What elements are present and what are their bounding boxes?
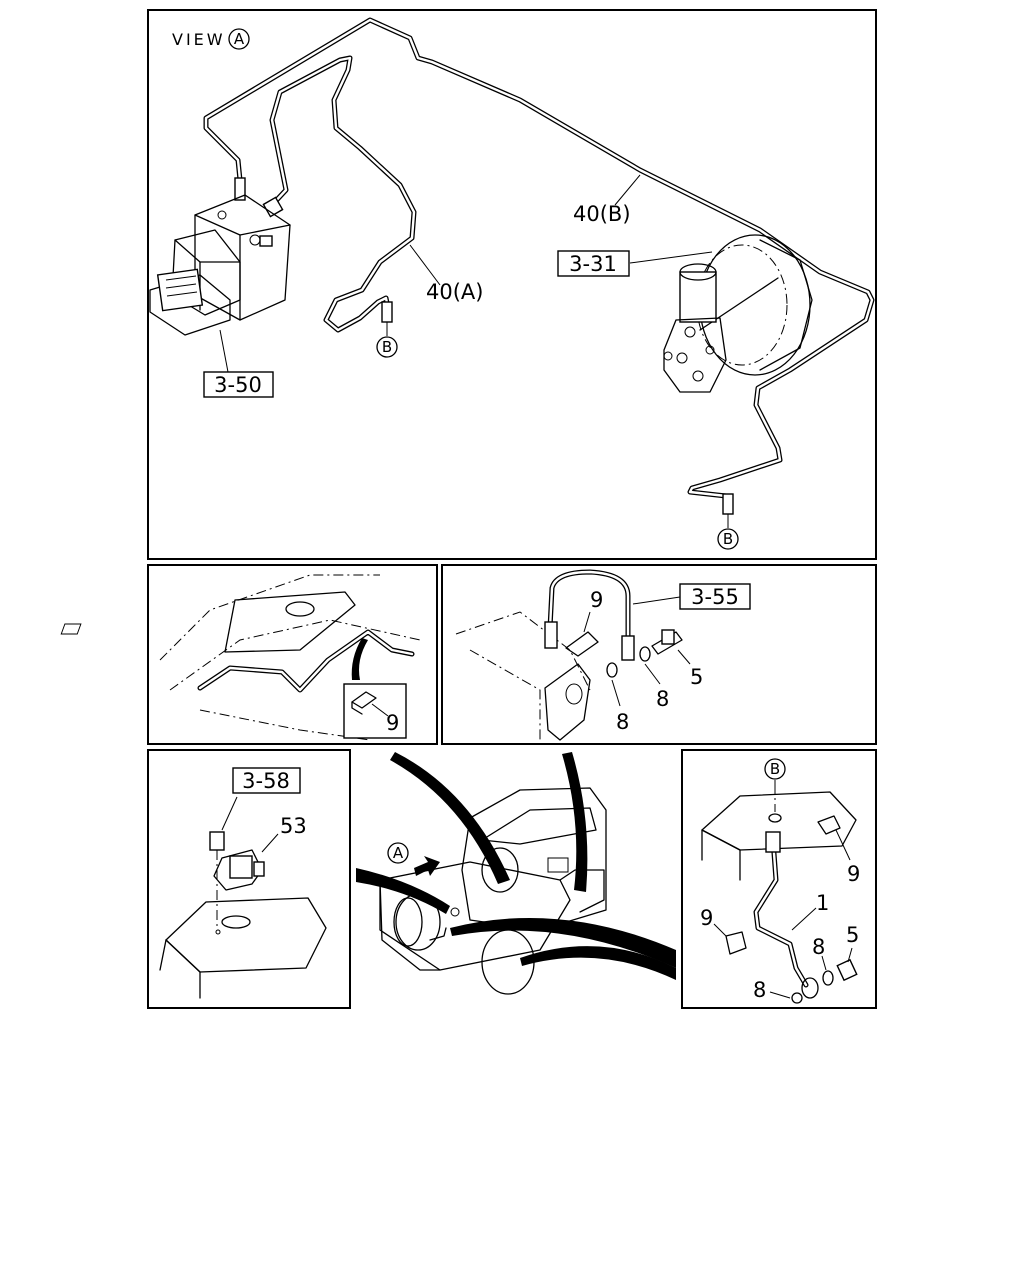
label-358-box: [232, 767, 301, 794]
bottom-right-label-9b: 9: [700, 906, 713, 930]
hose-upper-fitting: [765, 831, 781, 853]
brake-pipe-40a: [269, 55, 417, 333]
brake-pipe-40b: [203, 17, 875, 505]
mid-left-label-9: 9: [386, 711, 399, 735]
mid-left-frame: [147, 564, 438, 745]
mid-right-label-9: 9: [590, 588, 603, 612]
circle-a-letter: A: [393, 844, 404, 862]
bottom-left-panel: 3-58 53: [147, 749, 351, 1009]
front-wheel-left: [395, 893, 441, 951]
circle-b-left: [376, 336, 398, 358]
vehicle-windshield: [481, 807, 597, 845]
circle-b-right-letter: B: [723, 530, 733, 548]
fitting-abs-side: [262, 196, 284, 218]
bottom-left-frame: [147, 749, 351, 1009]
main-view-panel: VIEW A: [147, 9, 877, 560]
label-40b: 40(B): [573, 202, 631, 226]
bottom-right-label-5: 5: [846, 923, 859, 947]
sweep-upper-left: [390, 752, 510, 884]
mid-right-label-8b: 8: [616, 710, 629, 734]
bottom-right-label-8a: 8: [812, 935, 825, 959]
hose-end-right: [621, 635, 635, 661]
view-circle: [228, 28, 250, 50]
view-circle-letter: A: [234, 30, 245, 48]
vehicle-overview: A: [356, 752, 676, 995]
sweep-lower-left: [356, 868, 450, 914]
circle-b-bottom: [764, 758, 786, 780]
circle-b-left-letter: B: [382, 338, 392, 356]
sweep-upper-right: [562, 752, 588, 892]
master-cylinder-reservoir: [679, 271, 717, 323]
pipe-fittings: [234, 177, 734, 515]
bolt-5-right: [836, 958, 858, 982]
mid-right-frame: [441, 564, 877, 745]
vehicle-cab: [461, 787, 607, 931]
mid-right-label-8a: 8: [656, 687, 669, 711]
vehicle-front-body: [379, 861, 571, 971]
circle-a-marker: [387, 842, 409, 864]
front-wheel-right: [481, 929, 535, 995]
rear-wheel: [481, 847, 519, 893]
view-arrow: [414, 856, 440, 876]
label-331: 3-31: [569, 252, 617, 276]
label-350: 3-50: [214, 373, 262, 397]
sensor-bolt: [209, 831, 225, 851]
bottom-right-frame: [681, 749, 877, 1009]
fitting-40b-end: [722, 493, 734, 515]
hose-end-left: [544, 621, 558, 649]
view-label: VIEW: [172, 30, 226, 49]
label-355: 3-55: [691, 585, 739, 609]
fitting-abs-top: [234, 177, 246, 201]
main-panel-frame: [147, 9, 877, 560]
circle-b-right: [717, 528, 739, 550]
label-53: 53: [280, 814, 307, 838]
mid-left-panel: 9: [60, 564, 438, 745]
abs-hydraulic-unit: [149, 194, 291, 336]
label-358: 3-58: [242, 769, 290, 793]
view-a-header: VIEW A: [172, 28, 250, 50]
brake-booster-assembly: [663, 234, 813, 393]
mid-right-panel: 3-55 9 5 8 8: [441, 564, 877, 745]
label-355-box: [679, 583, 751, 610]
bottom-right-label-1: 1: [816, 891, 829, 915]
circle-b-bottom-letter: B: [770, 760, 780, 778]
main-leader-lines: [219, 174, 729, 528]
fitting-40a-end: [381, 301, 393, 323]
bottom-right-label-9a: 9: [847, 862, 860, 886]
sweep-lower-right-b: [520, 946, 676, 980]
label-350-box: [203, 371, 274, 398]
label-331-box: [557, 250, 630, 277]
bottom-right-panel: B 9 9 1 8 8 5: [681, 749, 877, 1009]
mid-right-label-5: 5: [690, 665, 703, 689]
clip-inset-box: [343, 683, 407, 739]
label-40a: 40(A): [426, 280, 483, 304]
bottom-right-label-8b: 8: [753, 978, 766, 1002]
